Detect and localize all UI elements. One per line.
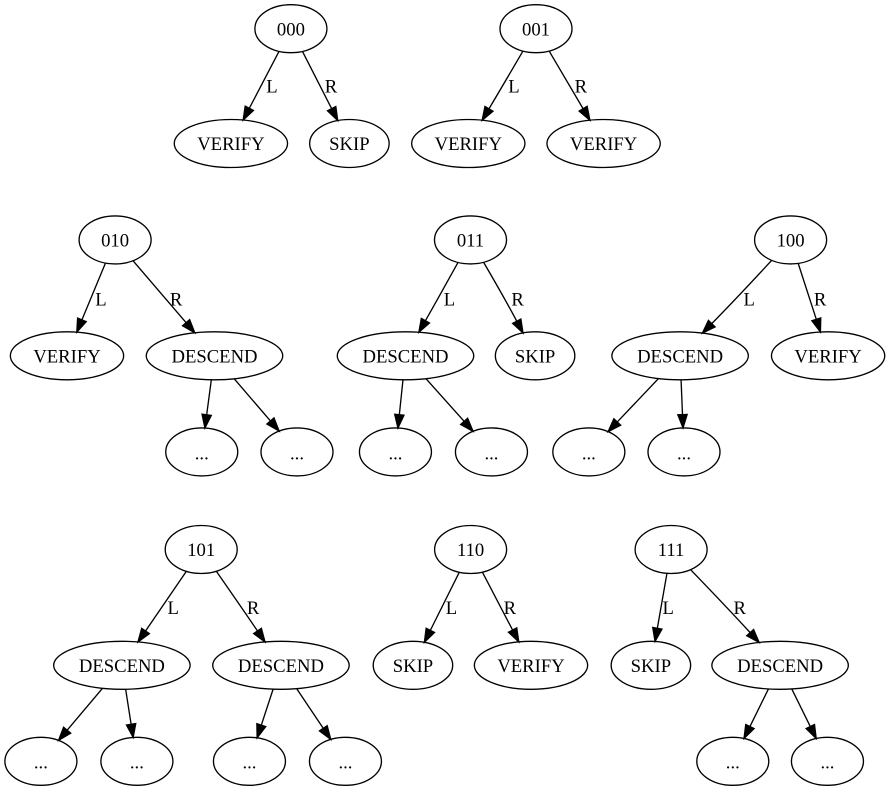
svg-text:L: L bbox=[662, 598, 673, 619]
svg-text:L: L bbox=[744, 289, 755, 310]
svg-text:111: 111 bbox=[658, 540, 685, 561]
svg-text:R: R bbox=[734, 598, 747, 619]
svg-text:R: R bbox=[170, 289, 183, 310]
svg-text:101: 101 bbox=[187, 540, 215, 561]
svg-text:...: ... bbox=[388, 443, 402, 464]
svg-text:VERIFY: VERIFY bbox=[197, 134, 264, 155]
svg-text:...: ... bbox=[582, 443, 596, 464]
svg-text:110: 110 bbox=[457, 540, 484, 561]
svg-text:...: ... bbox=[290, 443, 304, 464]
svg-text:011: 011 bbox=[457, 231, 484, 252]
svg-text:SKIP: SKIP bbox=[515, 346, 555, 367]
svg-text:010: 010 bbox=[101, 231, 129, 252]
svg-text:DESCEND: DESCEND bbox=[637, 346, 723, 367]
svg-text:DESCEND: DESCEND bbox=[238, 656, 324, 677]
svg-text:L: L bbox=[446, 598, 457, 619]
svg-text:...: ... bbox=[34, 753, 48, 774]
svg-text:100: 100 bbox=[777, 231, 805, 252]
svg-text:VERIFY: VERIFY bbox=[33, 346, 100, 367]
svg-text:VERIFY: VERIFY bbox=[435, 134, 502, 155]
svg-text:VERIFY: VERIFY bbox=[794, 346, 861, 367]
svg-text:...: ... bbox=[195, 443, 209, 464]
svg-text:...: ... bbox=[677, 443, 691, 464]
svg-text:DESCEND: DESCEND bbox=[737, 656, 823, 677]
svg-text:000: 000 bbox=[277, 19, 305, 40]
svg-text:L: L bbox=[444, 289, 455, 310]
svg-text:R: R bbox=[247, 598, 260, 619]
svg-text:...: ... bbox=[484, 443, 498, 464]
svg-text:L: L bbox=[95, 289, 106, 310]
svg-text:...: ... bbox=[242, 753, 256, 774]
svg-text:R: R bbox=[504, 598, 517, 619]
svg-text:...: ... bbox=[726, 753, 740, 774]
svg-text:001: 001 bbox=[522, 19, 550, 40]
svg-text:VERIFY: VERIFY bbox=[570, 134, 637, 155]
svg-text:...: ... bbox=[820, 753, 834, 774]
svg-text:SKIP: SKIP bbox=[393, 656, 433, 677]
svg-text:R: R bbox=[511, 289, 524, 310]
svg-text:DESCEND: DESCEND bbox=[79, 656, 165, 677]
svg-text:R: R bbox=[325, 77, 338, 98]
svg-text:L: L bbox=[266, 77, 277, 98]
svg-text:SKIP: SKIP bbox=[631, 656, 671, 677]
svg-text:VERIFY: VERIFY bbox=[497, 656, 564, 677]
svg-text:...: ... bbox=[130, 753, 144, 774]
svg-text:DESCEND: DESCEND bbox=[362, 346, 448, 367]
svg-text:...: ... bbox=[338, 753, 352, 774]
svg-text:L: L bbox=[508, 77, 519, 98]
svg-text:L: L bbox=[167, 598, 178, 619]
svg-text:DESCEND: DESCEND bbox=[171, 346, 257, 367]
svg-text:SKIP: SKIP bbox=[329, 134, 369, 155]
svg-text:R: R bbox=[814, 289, 827, 310]
svg-text:R: R bbox=[575, 77, 588, 98]
